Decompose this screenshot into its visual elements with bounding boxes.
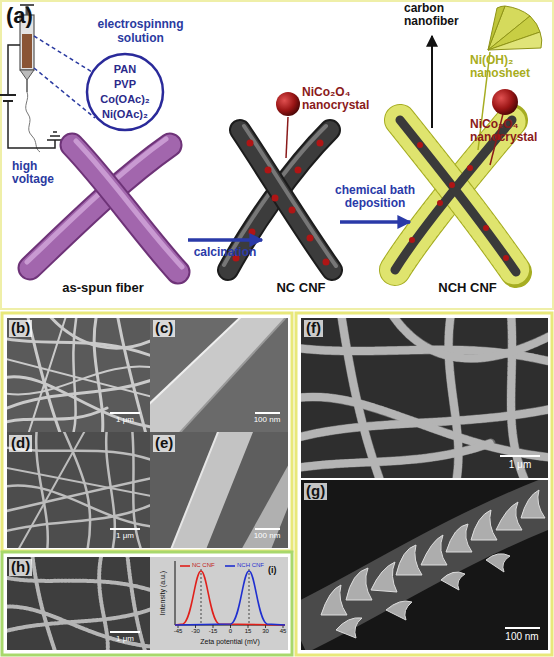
stage-name: NC CNF xyxy=(242,281,360,295)
scale-label: 1 μm xyxy=(509,459,531,470)
annotation: high voltage xyxy=(12,160,64,186)
zeta-chart xyxy=(150,557,288,650)
scale-label: 1 μm xyxy=(116,416,134,425)
sem-image xyxy=(296,313,554,483)
sem-image xyxy=(2,313,157,438)
annotation: carbon nanofiber xyxy=(404,2,468,28)
stage-caption: as-spun fiber xyxy=(0,281,208,295)
legend-text: NC CNF xyxy=(192,562,215,569)
component-name: Co(OAc)₂ xyxy=(100,92,150,107)
stage-caption: NC CNF xyxy=(242,281,360,295)
tick-label: -45 xyxy=(174,628,183,635)
nanosheet-fan xyxy=(488,6,542,50)
component-name: PVP xyxy=(114,77,136,92)
panel-letter: (i) xyxy=(268,566,277,576)
panel-letter: (f) xyxy=(304,320,323,337)
stage-name: NCH CNF xyxy=(390,281,545,295)
axis-title: Intensity (a.u.) xyxy=(159,571,167,615)
scale-label: 100 nm xyxy=(254,532,281,541)
tick-label: -15 xyxy=(209,628,218,635)
leader-line xyxy=(286,117,288,158)
legend-line xyxy=(225,565,235,567)
scale-label: 1 μm xyxy=(116,532,134,541)
tick-label: 30 xyxy=(262,628,269,635)
panel-letter: (b) xyxy=(9,320,32,337)
edge-label: chemical bath deposition xyxy=(330,184,420,210)
pointer-arrow xyxy=(431,36,433,128)
stage-caption: NCH CNF xyxy=(390,281,545,295)
sem-image xyxy=(2,552,157,657)
scale-label: 1 μm xyxy=(116,635,134,644)
annotation: NiCo₂O₄ nanocrystal xyxy=(470,118,552,144)
circle-body: PANPVPCo(OAc)₂Ni(OAc)₂ xyxy=(85,52,165,132)
nanocrystal-sphere xyxy=(492,89,518,115)
panel-frame xyxy=(296,313,552,655)
voltage-circuit xyxy=(0,45,63,148)
nch-curve xyxy=(175,571,285,625)
tick-label: 45 xyxy=(280,628,287,635)
panel-letter: (a) xyxy=(6,4,33,28)
nc-curve xyxy=(175,571,285,625)
sem-image xyxy=(2,427,157,552)
process-arrow xyxy=(188,238,262,242)
stage-box: NC CNF xyxy=(262,120,340,295)
legend-text: NCH CNF xyxy=(237,562,264,569)
nanocrystal-sphere xyxy=(276,92,300,116)
annotation: Ni(OH)₂ nanosheet xyxy=(470,54,552,80)
scale-label: 100 nm xyxy=(505,631,538,642)
panel-letter: (d) xyxy=(9,435,32,452)
legend-line xyxy=(180,565,190,567)
tick-label: 0 xyxy=(229,628,232,635)
panel-letter: (e) xyxy=(153,435,175,452)
panel-frame xyxy=(1,1,553,309)
panel-frame xyxy=(2,552,292,655)
component-name: Ni(OAc)₂ xyxy=(102,107,148,122)
tick-label: -30 xyxy=(191,628,200,635)
process-arrow xyxy=(340,220,410,224)
sem-image xyxy=(150,427,290,552)
solution-circle: PANPVPCo(OAc)₂Ni(OAc)₂electrospinnng sol… xyxy=(85,52,165,132)
dashed-callout xyxy=(34,36,95,118)
panel-letter: (c) xyxy=(153,320,175,337)
annotation: NiCo₂O₄ nanocrystal xyxy=(302,86,382,112)
axis-title: Zeta potential (mV) xyxy=(200,638,260,646)
edge-label: calcination xyxy=(194,246,257,259)
component-name: PAN xyxy=(114,62,136,77)
scale-label: 100 nm xyxy=(254,416,281,425)
sem-image xyxy=(296,480,554,650)
stage-box: as-spun fiber xyxy=(18,140,188,295)
nanocrystal-dots xyxy=(409,134,509,261)
panel-frame xyxy=(2,313,292,551)
tick-label: 15 xyxy=(245,628,252,635)
panel-letter: (h) xyxy=(9,559,32,576)
as-spun-fiber xyxy=(27,139,182,272)
solution-heading: electrospinnng solution xyxy=(93,18,188,46)
stage-name: as-spun fiber xyxy=(0,281,208,295)
panel-letter: (g) xyxy=(304,483,327,500)
sem-image xyxy=(145,313,290,438)
